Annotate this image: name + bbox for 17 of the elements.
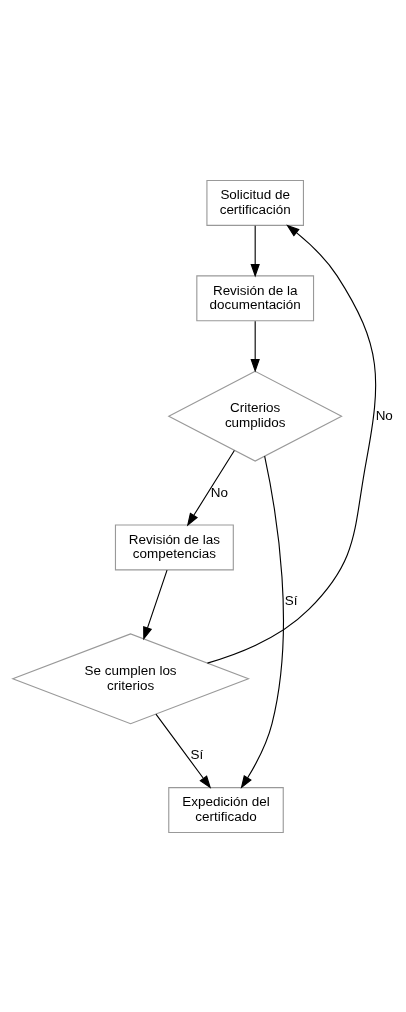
edge-label: Sí xyxy=(190,746,204,762)
arrow xyxy=(143,569,168,640)
node-box: Revisión de las competencias xyxy=(114,523,234,570)
node-diamond: Criterios cumplidos xyxy=(167,370,343,462)
node-box: Expedición del certificado xyxy=(168,786,284,833)
arrow xyxy=(155,713,212,789)
edge-label: No xyxy=(210,484,228,500)
node-box: Solicitud de certificación xyxy=(206,179,304,226)
edge-label: Sí xyxy=(284,592,298,608)
node-box: Revisión de la documentación xyxy=(196,274,315,321)
arrow xyxy=(240,455,284,789)
arrow xyxy=(250,224,260,277)
arrow xyxy=(186,449,235,526)
arrow xyxy=(250,320,260,373)
edge-label: No xyxy=(375,407,393,423)
arrow xyxy=(206,224,377,664)
node-diamond: Se cumplen los criterios xyxy=(11,632,251,724)
